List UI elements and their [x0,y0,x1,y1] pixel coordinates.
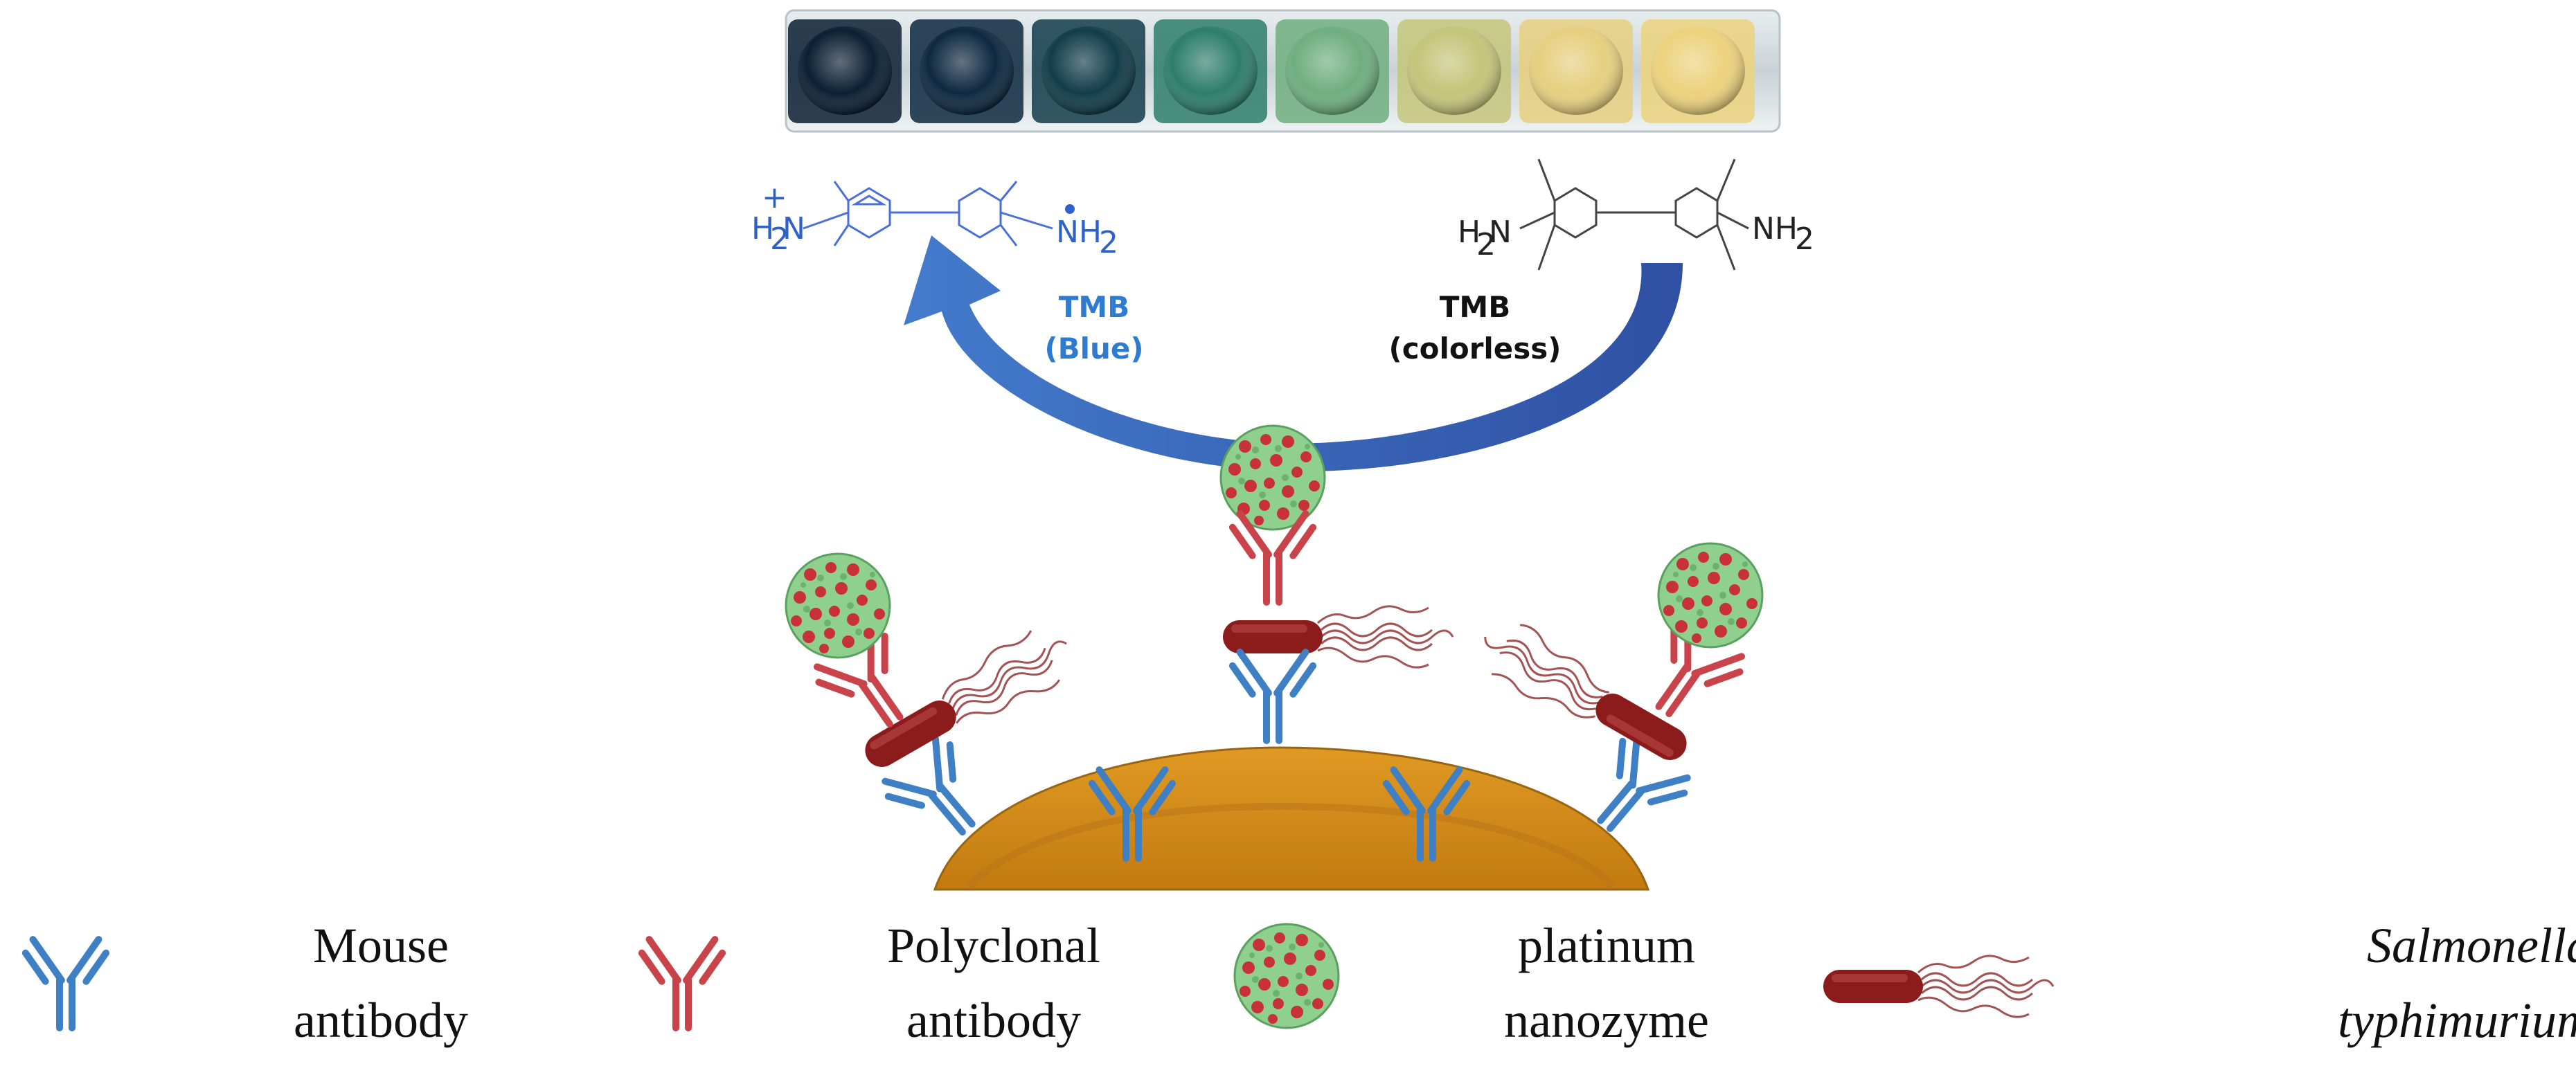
reaction-arrow [904,235,1683,471]
nanozyme-icon [1233,923,1340,1029]
tmb-oxidized-right-sub: 2 [1099,225,1118,260]
nanozyme-icon [785,552,891,659]
legend: Mouse antibody Polyclonal antibody plati… [20,918,2576,1048]
tmb-oxidized-structure [803,181,1053,246]
legend-mouse-line1: Mouse [313,918,449,973]
tmb-oxidized-labels: H 2 N + NH 2 TMB (Blue) [751,180,1144,365]
tmb-oxidized-left-n: N [782,211,805,246]
tmb-reduced-left-sub: 2 [1476,227,1496,262]
well-highlight-4 [1163,26,1258,115]
well-highlight-8 [1651,26,1745,115]
top-assembly [1219,424,1454,744]
tmb-reduced-structure [1519,159,1749,271]
legend-polyclonal-line2: antibody [906,993,1081,1048]
tmb-colorless-state: (colorless) [1389,332,1562,365]
well-highlight-7 [1529,26,1623,115]
well-highlight-1 [798,26,892,115]
legend-nanozyme-line1: platinum [1518,918,1695,973]
legend-salmonella-line1: Salmonella [2367,918,2576,973]
polyclonal-antibody-icon [636,934,728,1031]
substrate-mound [933,746,1650,891]
tmb-colorless-name: TMB [1440,290,1510,324]
tmb-oxidized-right-nh: NH [1056,215,1102,250]
tmb-blue-name: TMB [1059,290,1129,324]
tmb-oxidized-left-sub: 2 [770,222,789,257]
tmb-blue-state: (Blue) [1044,332,1143,365]
well-highlight-6 [1407,26,1501,115]
nanozyme-icon [1219,424,1326,531]
well-highlight-2 [920,26,1014,115]
legend-nanozyme: platinum nanozyme [1233,918,1709,1048]
tmb-reduced-left-n: N [1489,215,1512,250]
legend-salmonella-line2: typhimurium [2338,993,2576,1048]
tmb-reduced-right-sub: 2 [1795,222,1814,257]
salmonella-icon [1222,605,1454,669]
tmb-oxidized-charge: + [762,180,787,215]
legend-nanozyme-line2: nanozyme [1504,993,1709,1048]
well-highlight-3 [1041,26,1136,115]
microplate-strip [785,9,1781,133]
mouse-antibody-icon [20,934,111,1031]
tmb-oxidized-left-h: H [751,211,774,246]
well-highlight-5 [1285,26,1379,115]
tmb-reduced-right-nh: NH [1752,211,1798,246]
legend-salmonella: Salmonella typhimurium [1822,918,2576,1048]
legend-polyclonal: Polyclonal antibody [636,918,1100,1048]
legend-mouse: Mouse antibody [20,918,468,1048]
mouse-antibody-icon [1227,647,1318,744]
salmonella-icon [1822,955,2055,1018]
legend-mouse-line2: antibody [294,993,468,1048]
legend-polyclonal-line1: Polyclonal [887,918,1100,973]
tmb-reduced-left-h: H [1458,215,1481,250]
radical-dot-icon [1065,204,1075,214]
tmb-reduced-labels: H 2 N NH 2 TMB (colorless) [1389,211,1815,365]
nanozyme-icon [1657,542,1764,649]
